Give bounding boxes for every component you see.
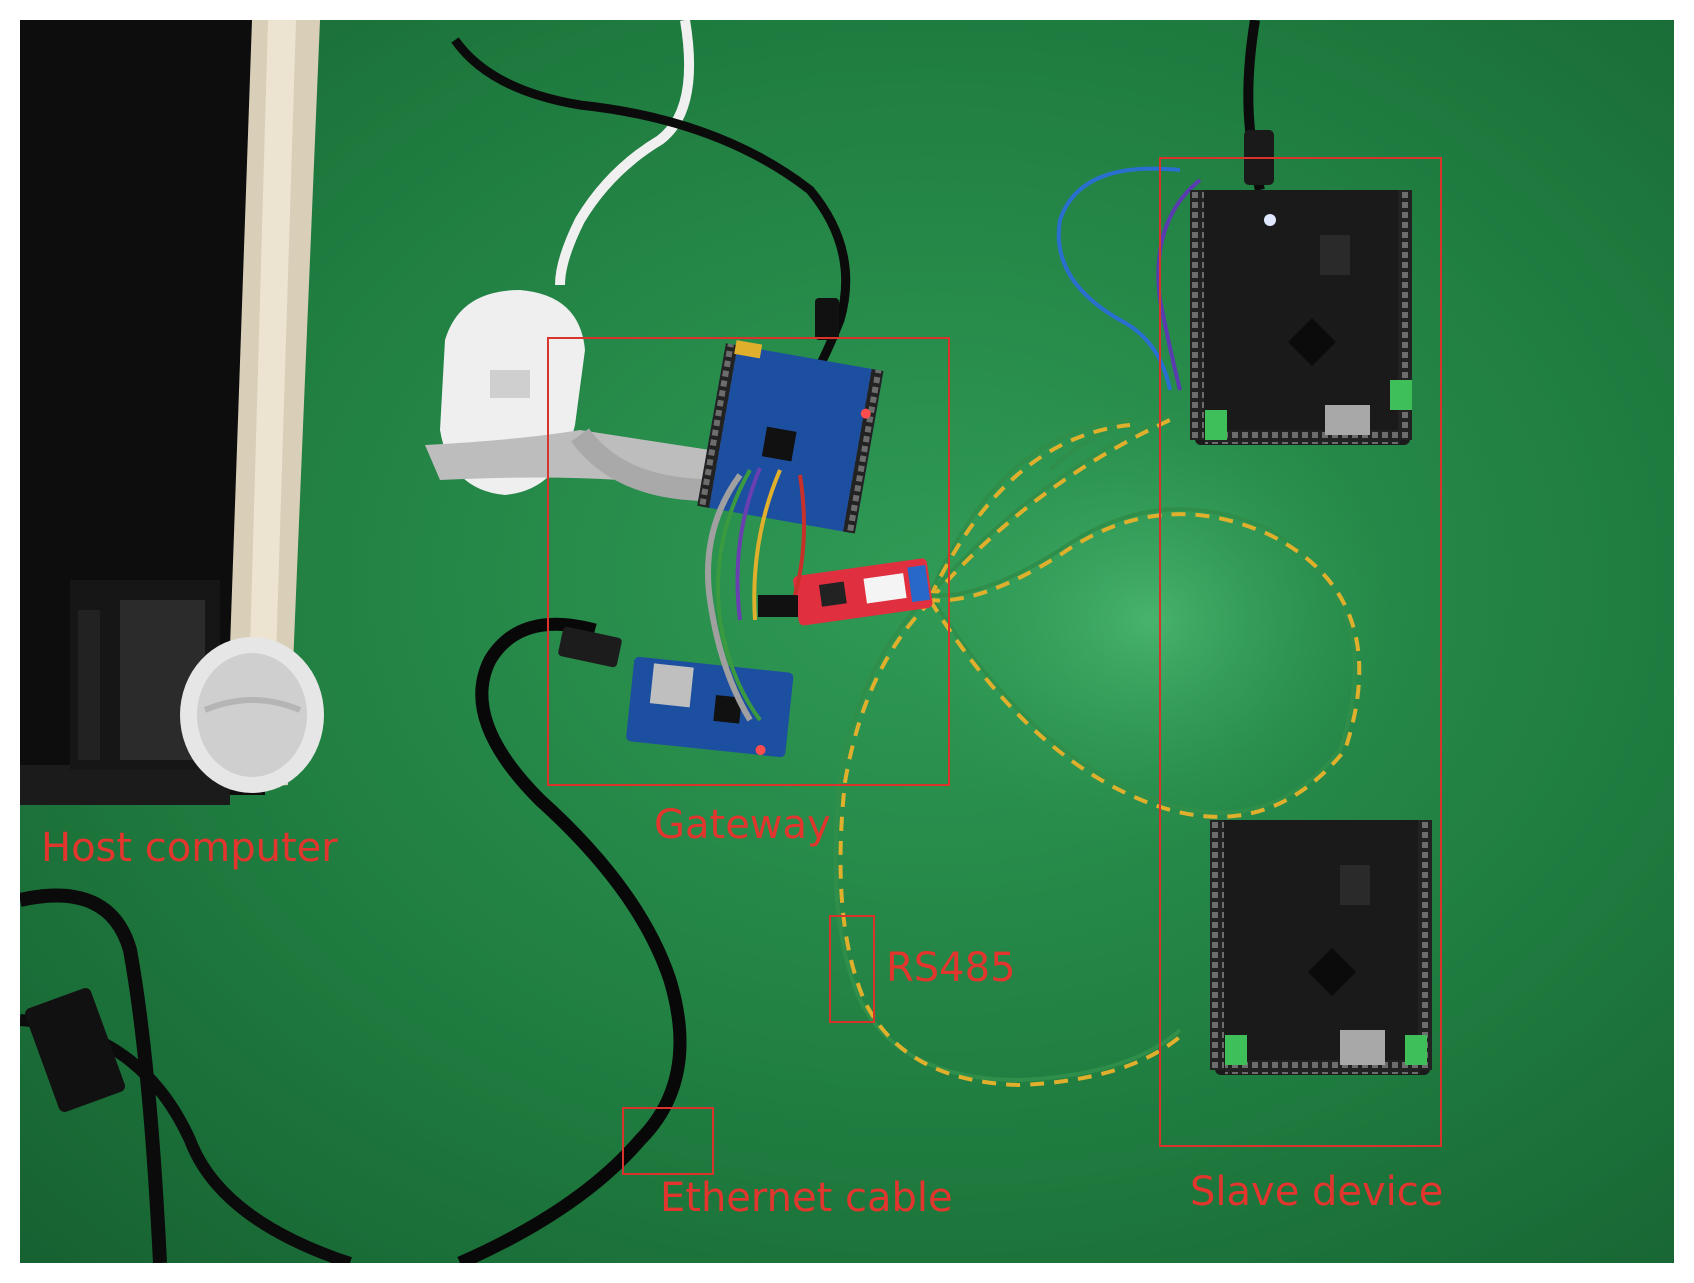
rs485-box (829, 915, 875, 1023)
gateway-boards (626, 340, 933, 758)
black-cable-bottom-left (20, 888, 167, 1263)
rs485-twisted-pair (833, 413, 1362, 1088)
ethernet-cable-box (622, 1107, 714, 1175)
gateway-box (547, 337, 950, 786)
gateway-label: Gateway (654, 802, 831, 848)
slave-device-label: Slave device (1190, 1169, 1444, 1215)
slave-device-1 (1190, 190, 1412, 445)
white-usb-cable (555, 20, 695, 286)
slave-device-2 (1210, 820, 1432, 1075)
light-glare (890, 390, 1410, 850)
slave-device-box (1159, 157, 1442, 1147)
host-computer-image (20, 20, 324, 805)
rs485-label: RS485 (886, 945, 1016, 991)
ethernet-cable-label: Ethernet cable (660, 1175, 953, 1221)
ethernet-cable (457, 617, 687, 1263)
black-usb-cable (451, 37, 851, 368)
host-computer-label: Host computer (41, 825, 338, 871)
scene-photo (20, 20, 1674, 1263)
